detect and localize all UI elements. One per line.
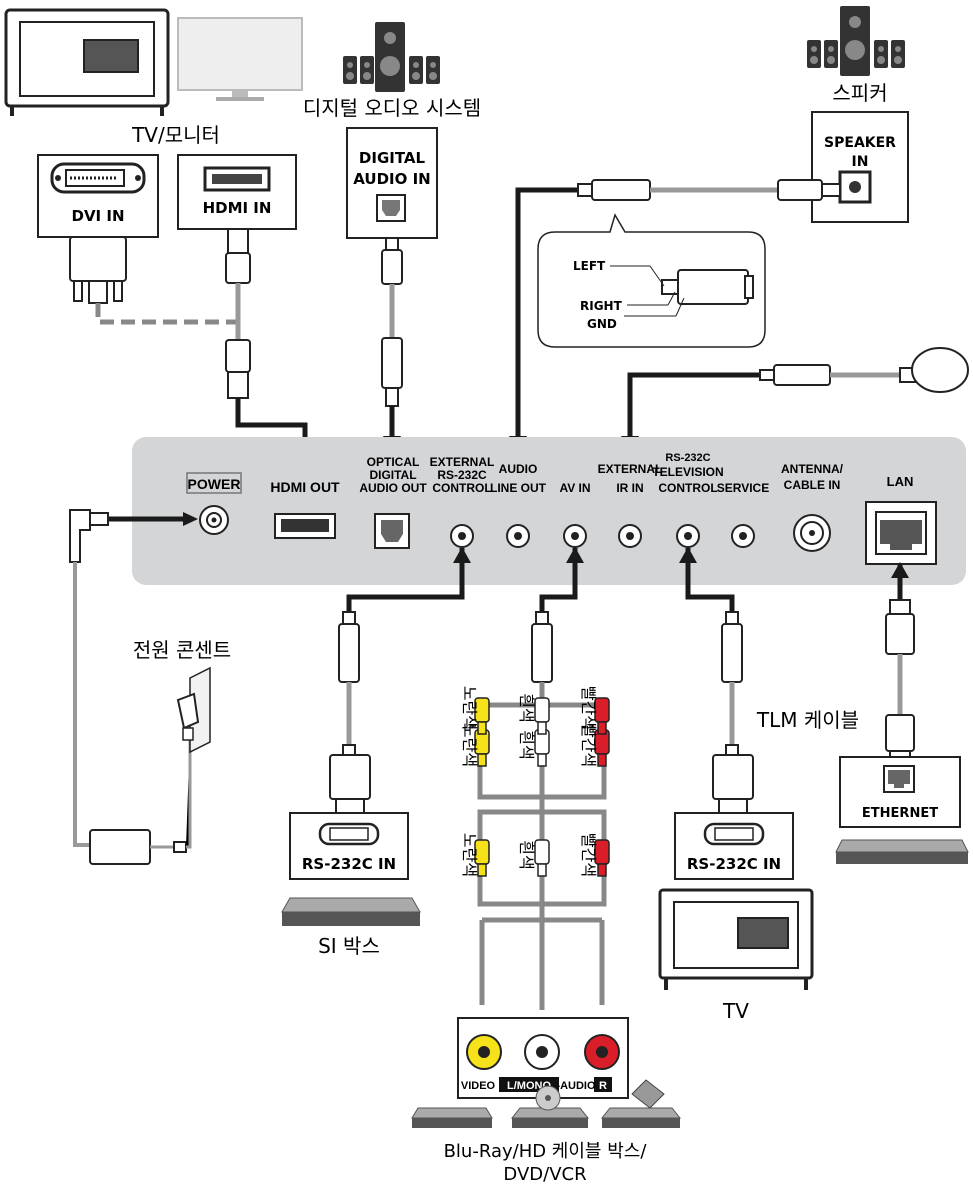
bluray-player-icon: [411, 1107, 493, 1128]
hdmi-cable: [225, 228, 314, 466]
av-in-jack: [563, 524, 587, 548]
power-label-box: [186, 472, 242, 494]
si-box-icon: [281, 897, 421, 926]
rs232c-tv-label-2: TELEVISION: [652, 465, 723, 479]
yellow-label-2: 노란색: [460, 833, 479, 877]
ext-rs232c-jack: [450, 524, 474, 548]
jack-left-label: LEFT: [573, 259, 606, 273]
speaker-in-label-1: SPEAKER: [824, 135, 896, 151]
optical-label-1: OPTICAL: [367, 455, 420, 469]
antenna-jack: [793, 514, 831, 552]
tv-rs232c-in-label: RS-232C IN: [687, 855, 781, 873]
digital-audio-system-icon: [343, 22, 440, 92]
ethernet-label: ETHERNET: [862, 806, 938, 821]
speaker-in-label-2: IN: [852, 154, 869, 170]
source-devices-label-2: DVD/VCR: [503, 1164, 586, 1185]
back-panel: [132, 437, 966, 585]
tlm-cable-label: TLM 케이블: [756, 708, 859, 732]
red-label-1: 빨간색: [579, 723, 598, 767]
jack-detail-callout: [537, 213, 766, 348]
video-label: VIDEO: [461, 1080, 496, 1092]
digital-audio-in-box: [346, 127, 438, 239]
tv-label: TV: [722, 999, 749, 1023]
hdmi-in-label: HDMI IN: [203, 199, 272, 217]
power-cable: [69, 509, 198, 865]
audio-line-out-label-2: LINE OUT: [490, 481, 547, 495]
power-adapter-icon: [89, 829, 151, 865]
source-av-port-box: [457, 1017, 629, 1099]
optical-label-2: DIGITAL: [369, 468, 416, 482]
lan-label: LAN: [887, 474, 914, 489]
lan-cable: [885, 562, 915, 762]
dvd-player-icon: [510, 1085, 590, 1128]
antenna-label-2: CABLE IN: [784, 478, 841, 492]
tlm-cable: [679, 547, 754, 814]
tv-back-icon: [658, 888, 814, 990]
white-label-1: 흰색: [517, 730, 536, 759]
white-label-2: 흰색: [517, 840, 536, 869]
yellow-label-3: 노란색: [460, 686, 479, 730]
power-label: POWER: [188, 476, 241, 492]
audio-line-out-cable: [509, 179, 841, 452]
source-devices-label-1: Blu-Ray/HD 케이블 박스/: [444, 1141, 648, 1162]
si-rs232c-in-label: RS-232C IN: [302, 855, 396, 873]
power-outlet-icon: [176, 666, 211, 754]
tv-monitor-back-icon: [4, 8, 170, 116]
optical-label-3: AUDIO OUT: [359, 481, 427, 495]
ext-ir-in-jack: [618, 524, 642, 548]
rs232c-tv-label-1: RS-232C: [665, 452, 710, 464]
av-in-label: AV IN: [559, 481, 590, 495]
ethernet-device-icon: [835, 839, 969, 864]
red-label-3: 빨간색: [579, 686, 598, 730]
service-jack: [731, 524, 755, 548]
digital-audio-in-label-1: DIGITAL: [359, 149, 426, 167]
vcr-icon: [600, 1079, 682, 1128]
r-label: R: [599, 1080, 607, 1092]
speaker-system-icon: [807, 6, 905, 76]
jack-right-label: RIGHT: [580, 299, 623, 313]
ethernet-port-box: [839, 756, 961, 828]
rs232c-tv-jack: [676, 524, 700, 548]
digital-audio-in-label-2: AUDIO IN: [353, 170, 430, 188]
hdmi-out-label: HDMI OUT: [270, 479, 340, 495]
optical-cable: [381, 237, 403, 452]
tv-monitor-front-icon: [177, 17, 303, 101]
audio-line-out-jack: [506, 524, 530, 548]
audio-label: -AUDIO: [556, 1080, 596, 1092]
red-label-2: 빨간색: [579, 833, 598, 877]
audio-line-out-label-1: AUDIO: [499, 462, 538, 476]
ext-ir-label-1: EXTERNAL: [598, 462, 663, 476]
speaker-label: 스피커: [832, 81, 887, 105]
tv-monitor-label: TV/모니터: [131, 123, 220, 147]
speaker-in-box: [811, 111, 909, 223]
hdmi-out-port: [274, 513, 336, 539]
dvi-in-label: DVI IN: [72, 207, 125, 225]
antenna-label-1: ANTENNA/: [781, 462, 844, 476]
hdmi-in-box: [177, 154, 297, 230]
si-box-rs232c-cable: [329, 547, 471, 814]
digital-audio-system-label: 디지털 오디오 시스템: [303, 96, 481, 120]
ext-rs232c-label-3: CONTROL: [432, 481, 491, 495]
power-outlet-label: 전원 콘센트: [133, 638, 231, 662]
si-box-label: SI 박스: [318, 934, 380, 958]
yellow-label-1: 노란색: [460, 723, 479, 767]
tv-rs232c-port-box: [674, 812, 794, 880]
optical-out-port: [374, 513, 410, 549]
ext-rs232c-label-1: EXTERNAL: [430, 455, 495, 469]
av-composite-cable: [477, 547, 607, 1010]
jack-gnd-label: GND: [587, 317, 617, 331]
power-jack: [199, 505, 229, 535]
ir-receiver-icon: [911, 347, 969, 393]
dvi-cable: [69, 236, 238, 325]
si-box-rs232c-port-box: [289, 812, 409, 880]
rs232c-tv-label-3: CONTROL: [658, 481, 717, 495]
ext-rs232c-label-2: RS-232C: [437, 468, 487, 482]
lan-port: [865, 501, 937, 565]
ext-ir-label-2: IR IN: [616, 481, 643, 495]
white-label-3: 흰색: [517, 693, 536, 722]
service-label: SERVICE: [717, 481, 769, 495]
ir-receiver-cable: [621, 347, 969, 452]
